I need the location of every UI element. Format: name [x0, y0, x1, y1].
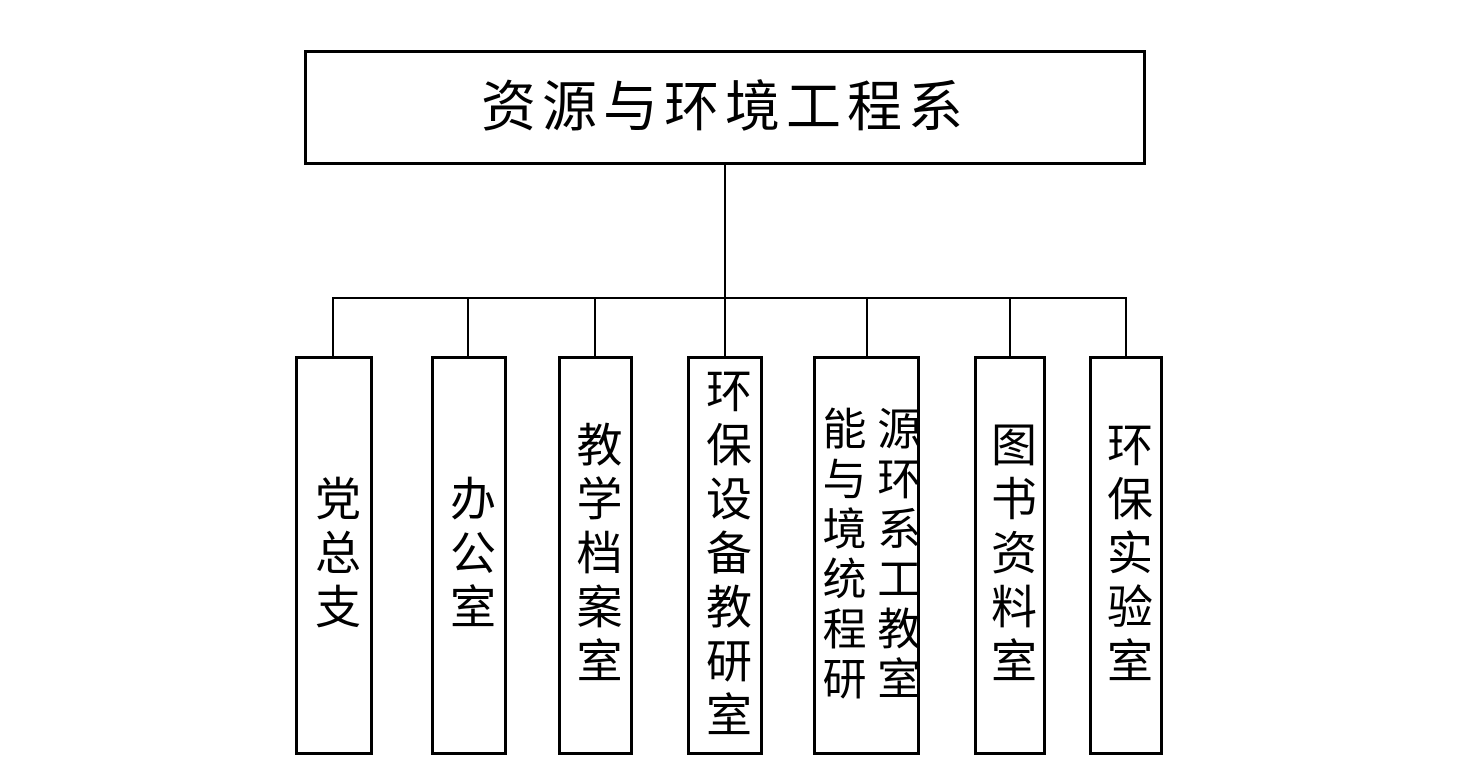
drop-line-5 [866, 297, 868, 356]
child-node-label-1-col-1: 党总支 [309, 474, 361, 637]
drop-line-3 [594, 297, 596, 356]
child-node-box-1[interactable]: 党总支 [295, 356, 373, 755]
child-node-box-3[interactable]: 教学档案室 [558, 356, 633, 755]
root-node-label: 资源与环境工程系 [480, 77, 969, 138]
child-node-box-7[interactable]: 环保实验室 [1089, 356, 1163, 755]
child-node-box-4[interactable]: 环保设备教研室 [687, 356, 763, 755]
child-node-label-5-col-2: 能与境统程研 [815, 405, 865, 706]
child-node-box-6[interactable]: 图书资料室 [974, 356, 1046, 755]
child-node-label-2-col-1: 办公室 [444, 474, 496, 637]
drop-line-6 [1009, 297, 1011, 356]
drop-line-7 [1125, 297, 1127, 356]
root-stem-line [724, 165, 726, 356]
root-node-box[interactable]: 资源与环境工程系 [304, 50, 1146, 165]
child-node-label-3-col-1: 教学档案室 [570, 420, 622, 691]
drop-line-1 [332, 297, 334, 356]
child-node-box-5[interactable]: 源环系工教室 能与境统程研 [813, 356, 920, 755]
bus-line [332, 297, 1126, 299]
drop-line-2 [467, 297, 469, 356]
child-node-box-2[interactable]: 办公室 [431, 356, 507, 755]
child-node-label-7-col-1: 环保实验室 [1101, 420, 1153, 691]
child-node-label-4-col-1: 环保设备教研室 [700, 366, 752, 745]
child-node-label-5-col-1: 源环系工教室 [870, 405, 920, 706]
child-node-label-6-col-1: 图书资料室 [985, 420, 1037, 691]
drop-line-4 [724, 297, 726, 356]
